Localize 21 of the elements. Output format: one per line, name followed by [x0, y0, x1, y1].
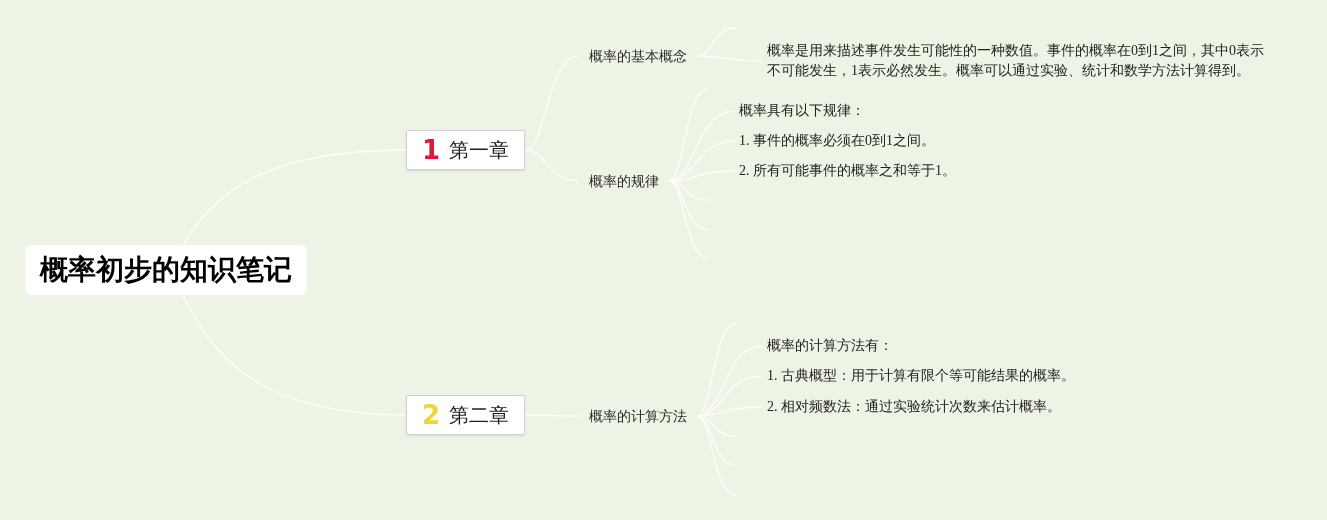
branch-topic: 概率的基本概念 — [579, 47, 697, 65]
chapter-title: 第一章 — [449, 138, 510, 162]
note-paragraph: 概率是用来描述事件发生可能性的一种数值。事件的概率在0到1之间，其中0表示不可能发生，1表示必然发生。概率可以通过实验、统计和数学方法计算得到。 — [763, 41, 1271, 81]
note-text: 概率的计算方法有： — [763, 338, 895, 354]
note-text: 2. 相对频数法：通过实验统计次数来估计概率。 — [763, 399, 1063, 415]
branch-topic: 概率的计算方法 — [579, 407, 697, 425]
chapter-number: 1 — [421, 136, 441, 164]
branch-topic: 概率的规律 — [579, 172, 669, 190]
root-topic: 概率初步的知识笔记 — [25, 245, 307, 295]
branch-line — [524, 149, 580, 182]
chapter-box — [406, 130, 525, 170]
branch-line — [182, 294, 407, 416]
note-text: 1. 事件的概率必须在0到1之间。 — [735, 133, 937, 149]
note-text: 2. 所有可能事件的概率之和等于1。 — [735, 163, 958, 179]
chapter-box — [406, 395, 525, 435]
chapter-number: 2 — [421, 401, 441, 429]
branch-line — [524, 55, 580, 151]
note-text: 1. 古典概型：用于计算有限个等可能结果的概率。 — [763, 368, 1077, 384]
chapter-title: 第二章 — [449, 403, 510, 427]
branch-line — [182, 149, 407, 246]
note-text: 概率具有以下规律： — [735, 103, 867, 119]
